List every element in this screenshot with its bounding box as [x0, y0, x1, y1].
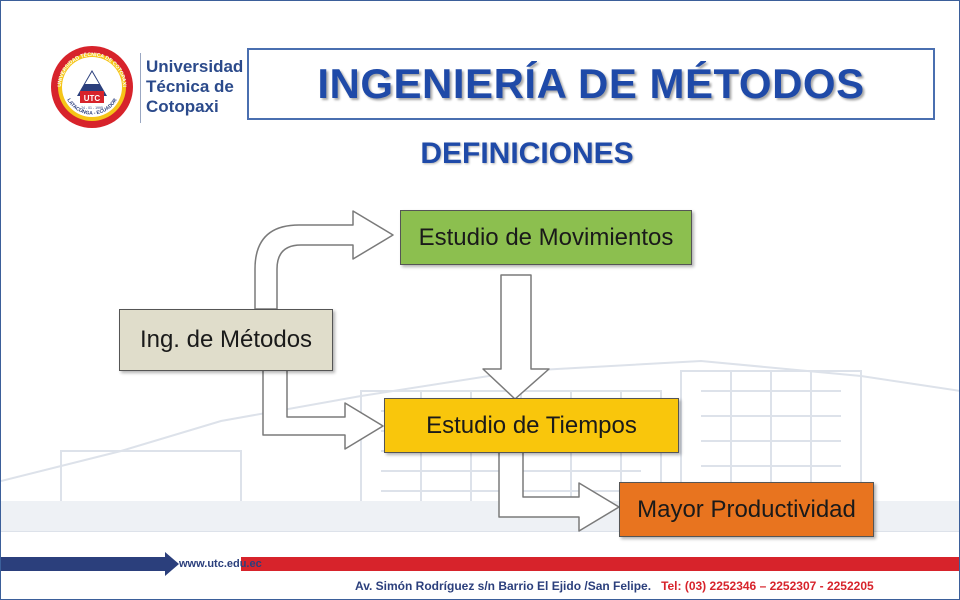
university-name: Universidad Técnica de Cotopaxi: [146, 57, 243, 117]
university-name-line-3: Cotopaxi: [146, 97, 219, 116]
title-box: INGENIERÍA DE MÉTODOS: [247, 48, 935, 120]
footer-url-link[interactable]: www.utc.edu.ec: [179, 558, 262, 570]
university-name-line-1: Universidad: [146, 57, 244, 76]
logo-year: 24 - 01 - 1995: [81, 106, 103, 110]
footer-arrow-icon: [165, 552, 179, 576]
arrow-movimientos-to-tiempos: [482, 274, 550, 400]
logo-separator: [140, 53, 141, 123]
page-subtitle: DEFINICIONES: [420, 137, 634, 170]
node-estudio-de-tiempos: Estudio de Tiempos: [384, 398, 679, 453]
footer-bar-blue: [1, 557, 165, 571]
university-seal-logo: UNIVERSIDAD TÉCNICA DE COTOPAXI LATACUNG…: [51, 46, 133, 128]
arrow-metodos-to-tiempos: [262, 368, 384, 450]
footer-address: Av. Simón Rodríguez s/n Barrio El Ejido …: [355, 579, 874, 593]
page-title: INGENIERÍA DE MÉTODOS: [317, 60, 865, 107]
footer-address-text: Av. Simón Rodríguez s/n Barrio El Ejido …: [355, 579, 652, 593]
logo-monogram: UTC: [84, 94, 101, 103]
footer-telephone: Tel: (03) 2252346 – 2252307 - 2252205: [661, 579, 874, 593]
node-mayor-productividad: Mayor Productividad: [619, 482, 874, 537]
footer-bar-red: [241, 557, 959, 571]
node-estudio-de-movimientos: Estudio de Movimientos: [400, 210, 692, 265]
arrow-metodos-to-movimientos: [254, 210, 394, 310]
arrow-tiempos-to-productividad: [498, 450, 620, 532]
node-ing-de-metodos: Ing. de Métodos: [119, 309, 333, 371]
university-name-line-2: Técnica de: [146, 77, 234, 96]
